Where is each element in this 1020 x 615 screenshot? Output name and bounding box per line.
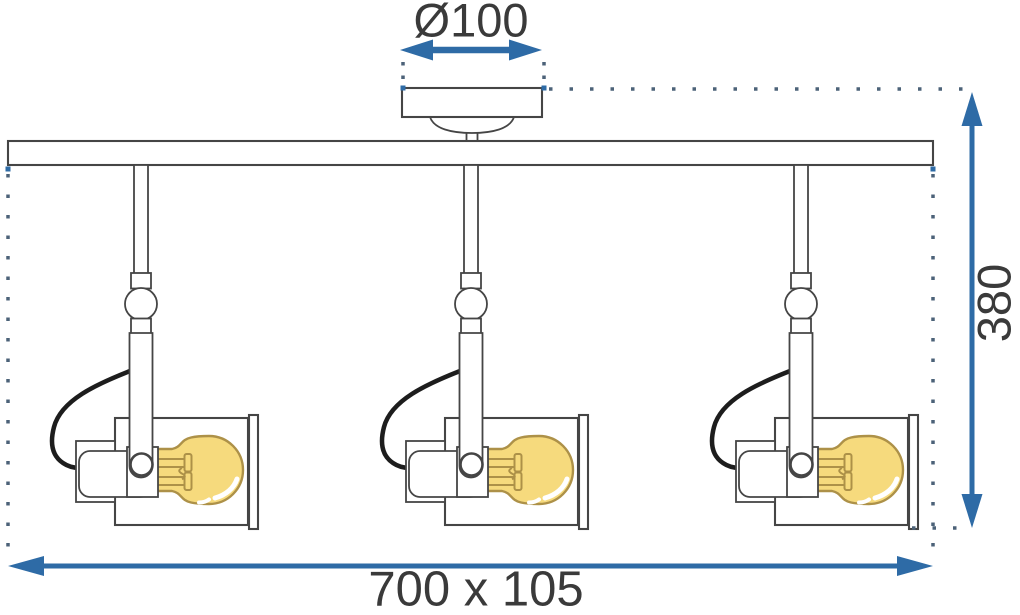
diameter-arrowhead-right xyxy=(509,39,542,61)
spotlight-unit xyxy=(712,165,918,529)
height-dimension-label: 380 xyxy=(967,263,1020,343)
spotlight-unit xyxy=(382,165,588,529)
spotlight-units xyxy=(52,165,918,529)
corner-dot-bar-left xyxy=(5,166,11,172)
corner-dot-canopy-left xyxy=(400,85,406,91)
height-arrowhead-top xyxy=(961,92,983,126)
corner-dot-bar-right xyxy=(930,166,936,172)
ceiling-canopy xyxy=(400,86,544,143)
footprint-dimension-label: 700 x 105 xyxy=(368,562,584,615)
mounting-bar xyxy=(6,139,935,167)
canopy-plate xyxy=(400,86,544,119)
height-arrow xyxy=(961,92,983,528)
corner-dot-canopy-right xyxy=(541,85,547,91)
diameter-arrow xyxy=(400,39,542,61)
width-arrowhead-left xyxy=(8,556,44,576)
width-arrowhead-right xyxy=(897,556,933,576)
diameter-arrowhead-left xyxy=(400,39,433,61)
spotlight-unit xyxy=(52,165,258,529)
canopy-dome xyxy=(428,116,516,134)
dotted-extension-lines xyxy=(5,62,966,558)
height-arrowhead-bottom xyxy=(961,494,983,528)
diameter-dimension-label: Ø100 xyxy=(413,0,529,47)
width-arrow xyxy=(8,556,933,576)
